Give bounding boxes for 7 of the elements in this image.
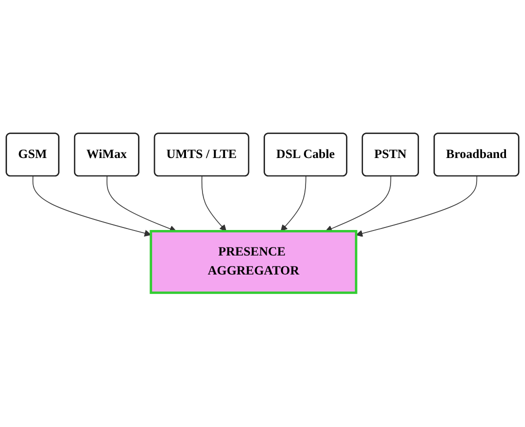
arrow [32,176,152,238]
arrow [356,176,478,238]
arrow [106,176,176,233]
node-box: PRESENCE AGGREGATOR [150,230,358,294]
arrow [280,176,306,232]
arrow [201,176,226,232]
arrow [325,176,392,232]
